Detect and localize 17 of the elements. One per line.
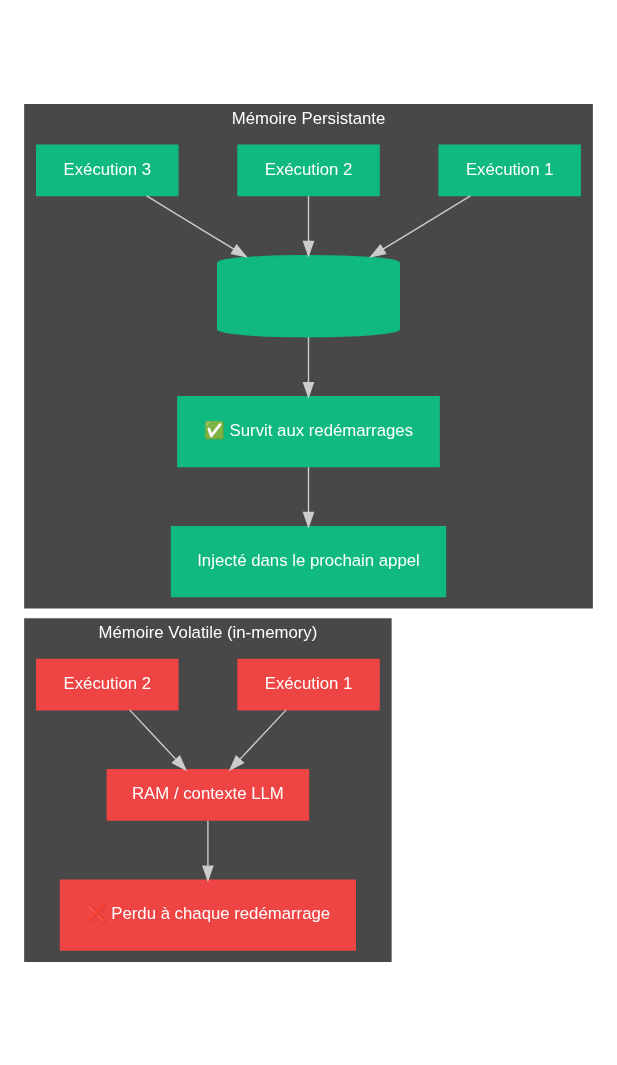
node-box: Injecté dans le prochain appel xyxy=(170,525,447,597)
node-box: Exécution 3 xyxy=(36,144,179,196)
node-box: RAM / contexte LLM xyxy=(106,768,310,821)
arrow xyxy=(128,708,188,771)
node-box: Exécution 1 xyxy=(237,658,380,710)
node-box: Exécution 2 xyxy=(36,658,179,710)
node-box: ❌ Perdu à chaque redémarrage xyxy=(59,879,356,951)
arrow xyxy=(228,708,287,771)
node-box: Exécution 1 xyxy=(438,144,581,196)
node-box: Exécution 2 xyxy=(237,144,380,196)
arrow xyxy=(369,194,472,258)
arrow xyxy=(202,819,214,882)
arrow xyxy=(145,194,248,258)
arrow xyxy=(302,194,315,258)
arrow xyxy=(302,466,315,529)
node-box: ✅ Survit aux redémarrages xyxy=(177,395,440,467)
arrow xyxy=(302,335,315,399)
